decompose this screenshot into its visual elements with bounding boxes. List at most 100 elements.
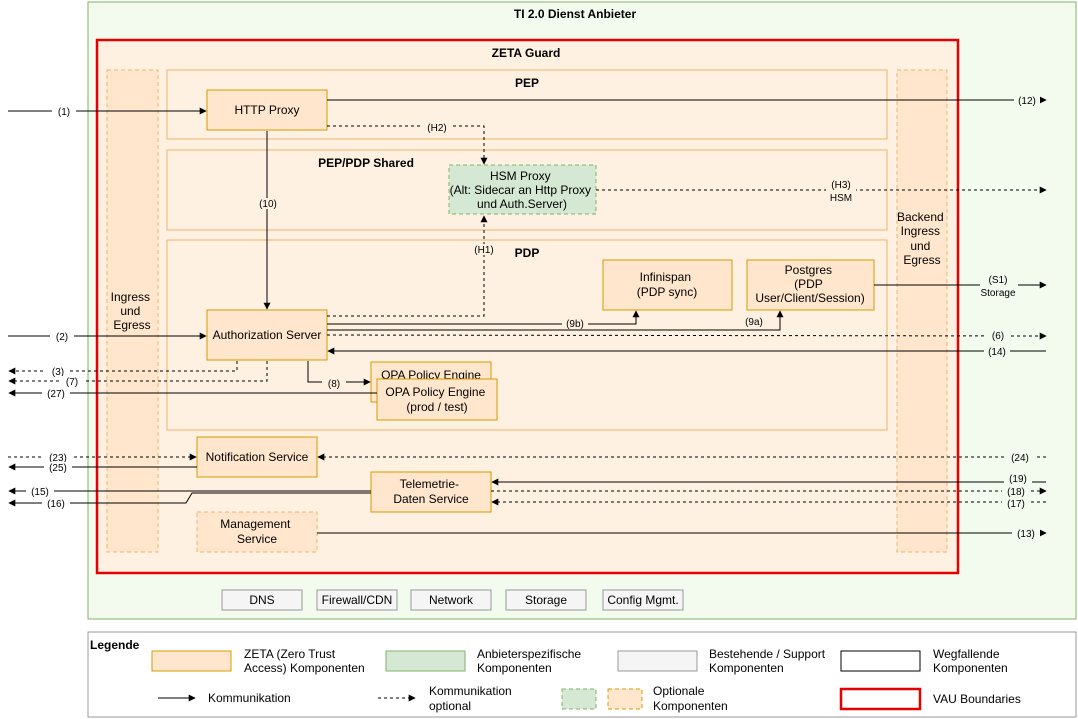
legend-optional-green-swatch: [561, 688, 597, 710]
edge-16: [8, 492, 371, 507]
svg-text:Kommunikation optional: Kommunikation optional: [429, 684, 515, 713]
edge-label-6: (6): [992, 331, 1004, 342]
provider-title: TI 2.0 Dienst Anbieter: [514, 7, 637, 21]
support-firewall-label: Firewall/CDN: [322, 593, 393, 607]
edge-label-h1: (H1): [474, 245, 493, 256]
svg-text:Backend Ingress und: Backend Ingress und Egress: [897, 210, 947, 267]
telemetry-line: Daten Service: [393, 492, 469, 506]
legend-optionale-line: Komponenten: [653, 699, 728, 713]
hsm-proxy-box[interactable]: [448, 164, 597, 215]
legend-vau-label: VAU Boundaries: [933, 692, 1021, 706]
edge-label-storage: Storage: [980, 288, 1015, 299]
support-network[interactable]: [410, 589, 492, 611]
management-line: Management: [220, 517, 291, 531]
legend-wegfallende-line: Wegfallende: [933, 647, 1000, 661]
management-service-box[interactable]: [196, 511, 318, 553]
edge-label-17: (17): [1007, 499, 1025, 510]
edge-8: [307, 361, 371, 386]
postgres-box[interactable]: [746, 259, 875, 311]
edge-label-9b: (9b): [566, 319, 584, 330]
hsm-proxy-line: HSM Proxy: [490, 169, 551, 183]
support-dns[interactable]: [221, 589, 303, 611]
edge-label-23: (23): [49, 453, 67, 464]
edge-label-18: (18): [1007, 487, 1025, 498]
legend-optional-orange-swatch: [607, 688, 643, 710]
legend-vau-swatch: [839, 687, 922, 711]
pdp-section-title: PDP: [515, 246, 540, 260]
shared-section-title: PEP/PDP Shared: [318, 156, 414, 170]
svg-text:Postgres (PDP User/Cli: Postgres (PDP User/Client/Session): [755, 263, 864, 305]
opa-front-line: (prod / test): [406, 400, 467, 414]
legend-kommunikation-label: Kommunikation: [208, 691, 291, 705]
support-storage-label: Storage: [525, 593, 567, 607]
edge-label-15: (15): [31, 487, 49, 498]
svg-text:HSM Proxy (Alt: Sidecar an: HSM Proxy (Alt: Sidecar an Http Proxy un…: [450, 169, 595, 211]
edge-label-19: (19): [1009, 474, 1027, 485]
management-line: Service: [237, 532, 277, 546]
edge-label-24: (24): [1011, 453, 1029, 464]
legend-wegfallende-swatch: [840, 650, 921, 672]
ingress-left-line: Ingress: [111, 290, 150, 304]
edge-9b: [327, 310, 640, 325]
edge-label-8: (8): [328, 379, 340, 390]
authorization-server-label: Authorization Server: [213, 328, 322, 342]
support-dns-label: DNS: [249, 593, 274, 607]
edge-label-16: (16): [47, 499, 65, 510]
svg-text:Optionale Komponenten: Optionale Komponenten: [653, 684, 728, 713]
opa-policy-engine-front-box[interactable]: [376, 378, 498, 421]
opa-front-line: OPA Policy Engine: [385, 385, 485, 399]
pep-section-title: PEP: [515, 76, 539, 90]
legend-optional-comm-line: optional: [429, 699, 471, 713]
svg-text:ZETA (Zero Trust Access) K: ZETA (Zero Trust Access) Komponenten: [244, 647, 365, 675]
svg-text:Wegfallende Komponenten: Wegfallende Komponenten: [933, 647, 1008, 675]
legend-zeta-line: ZETA (Zero Trust: [244, 647, 336, 661]
backend-ingress-egress-right: [896, 69, 948, 553]
telemetry-line: Telemetrie-: [400, 477, 459, 491]
edge-label-3: (3): [52, 367, 64, 378]
svg-text:Bestehende / Support Kompo: Bestehende / Support Komponenten: [709, 647, 828, 675]
legend-anbieter-swatch: [385, 650, 466, 672]
http-proxy-box[interactable]: [206, 89, 328, 131]
postgres-line: Postgres: [785, 263, 832, 277]
edge-3: [8, 361, 238, 375]
ingress-left-line: und: [120, 304, 140, 318]
zeta-guard-title: ZETA Guard: [492, 46, 561, 60]
authorization-server-box[interactable]: [206, 309, 328, 361]
edge-9a: [327, 310, 784, 331]
edge-label-25: (25): [49, 463, 67, 474]
postgres-line: User/Client/Session): [755, 291, 864, 305]
legend-wegfallende-line: Komponenten: [933, 661, 1008, 675]
edge-label-12: (12): [1018, 96, 1036, 107]
infinispan-line: Infinispan: [640, 270, 691, 284]
edge-label-h3: (H3): [831, 180, 850, 191]
legend-title: Legende: [90, 638, 140, 652]
edge-h2: [327, 125, 488, 165]
notification-service-label: Notification Service: [206, 450, 309, 464]
http-proxy-label: HTTP Proxy: [234, 103, 299, 117]
svg-text:Anbieterspezifische Kompon: Anbieterspezifische Komponenten: [477, 647, 584, 675]
support-storage[interactable]: [505, 589, 587, 611]
legend-optionale-line: Optionale: [653, 684, 705, 698]
ingress-right-line: und: [910, 239, 930, 253]
telemetry-service-box[interactable]: [370, 471, 492, 513]
hsm-proxy-line: (Alt: Sidecar an Http Proxy: [450, 183, 591, 197]
support-config-mgmt[interactable]: [602, 589, 684, 611]
support-firewall[interactable]: [316, 589, 398, 611]
ingress-right-line: Egress: [903, 253, 940, 267]
svg-text:OPA Policy Engine (prod /: OPA Policy Engine (prod / test): [385, 385, 488, 414]
edge-label-hsm: HSM: [830, 193, 852, 204]
notification-service-box[interactable]: [196, 436, 318, 478]
edge-label-2: (2): [56, 332, 68, 343]
ingress-right-line: Ingress: [901, 224, 940, 238]
infinispan-box[interactable]: [602, 259, 733, 311]
svg-text:Telemetrie- Daten Service: Telemetrie- Daten Service: [393, 477, 469, 506]
ingress-right-line: Backend: [897, 210, 944, 224]
edge-label-13: (13): [1017, 529, 1035, 540]
postgres-line: (PDP: [794, 277, 823, 291]
svg-text:Management Service: Management Service: [220, 517, 293, 546]
edge-label-1: (1): [58, 107, 70, 118]
legend-bestehende-swatch: [617, 650, 698, 672]
svg-text:Ingress und Egress: Ingress und Egress: [111, 290, 154, 332]
edge-label-9a: (9a): [745, 317, 763, 328]
